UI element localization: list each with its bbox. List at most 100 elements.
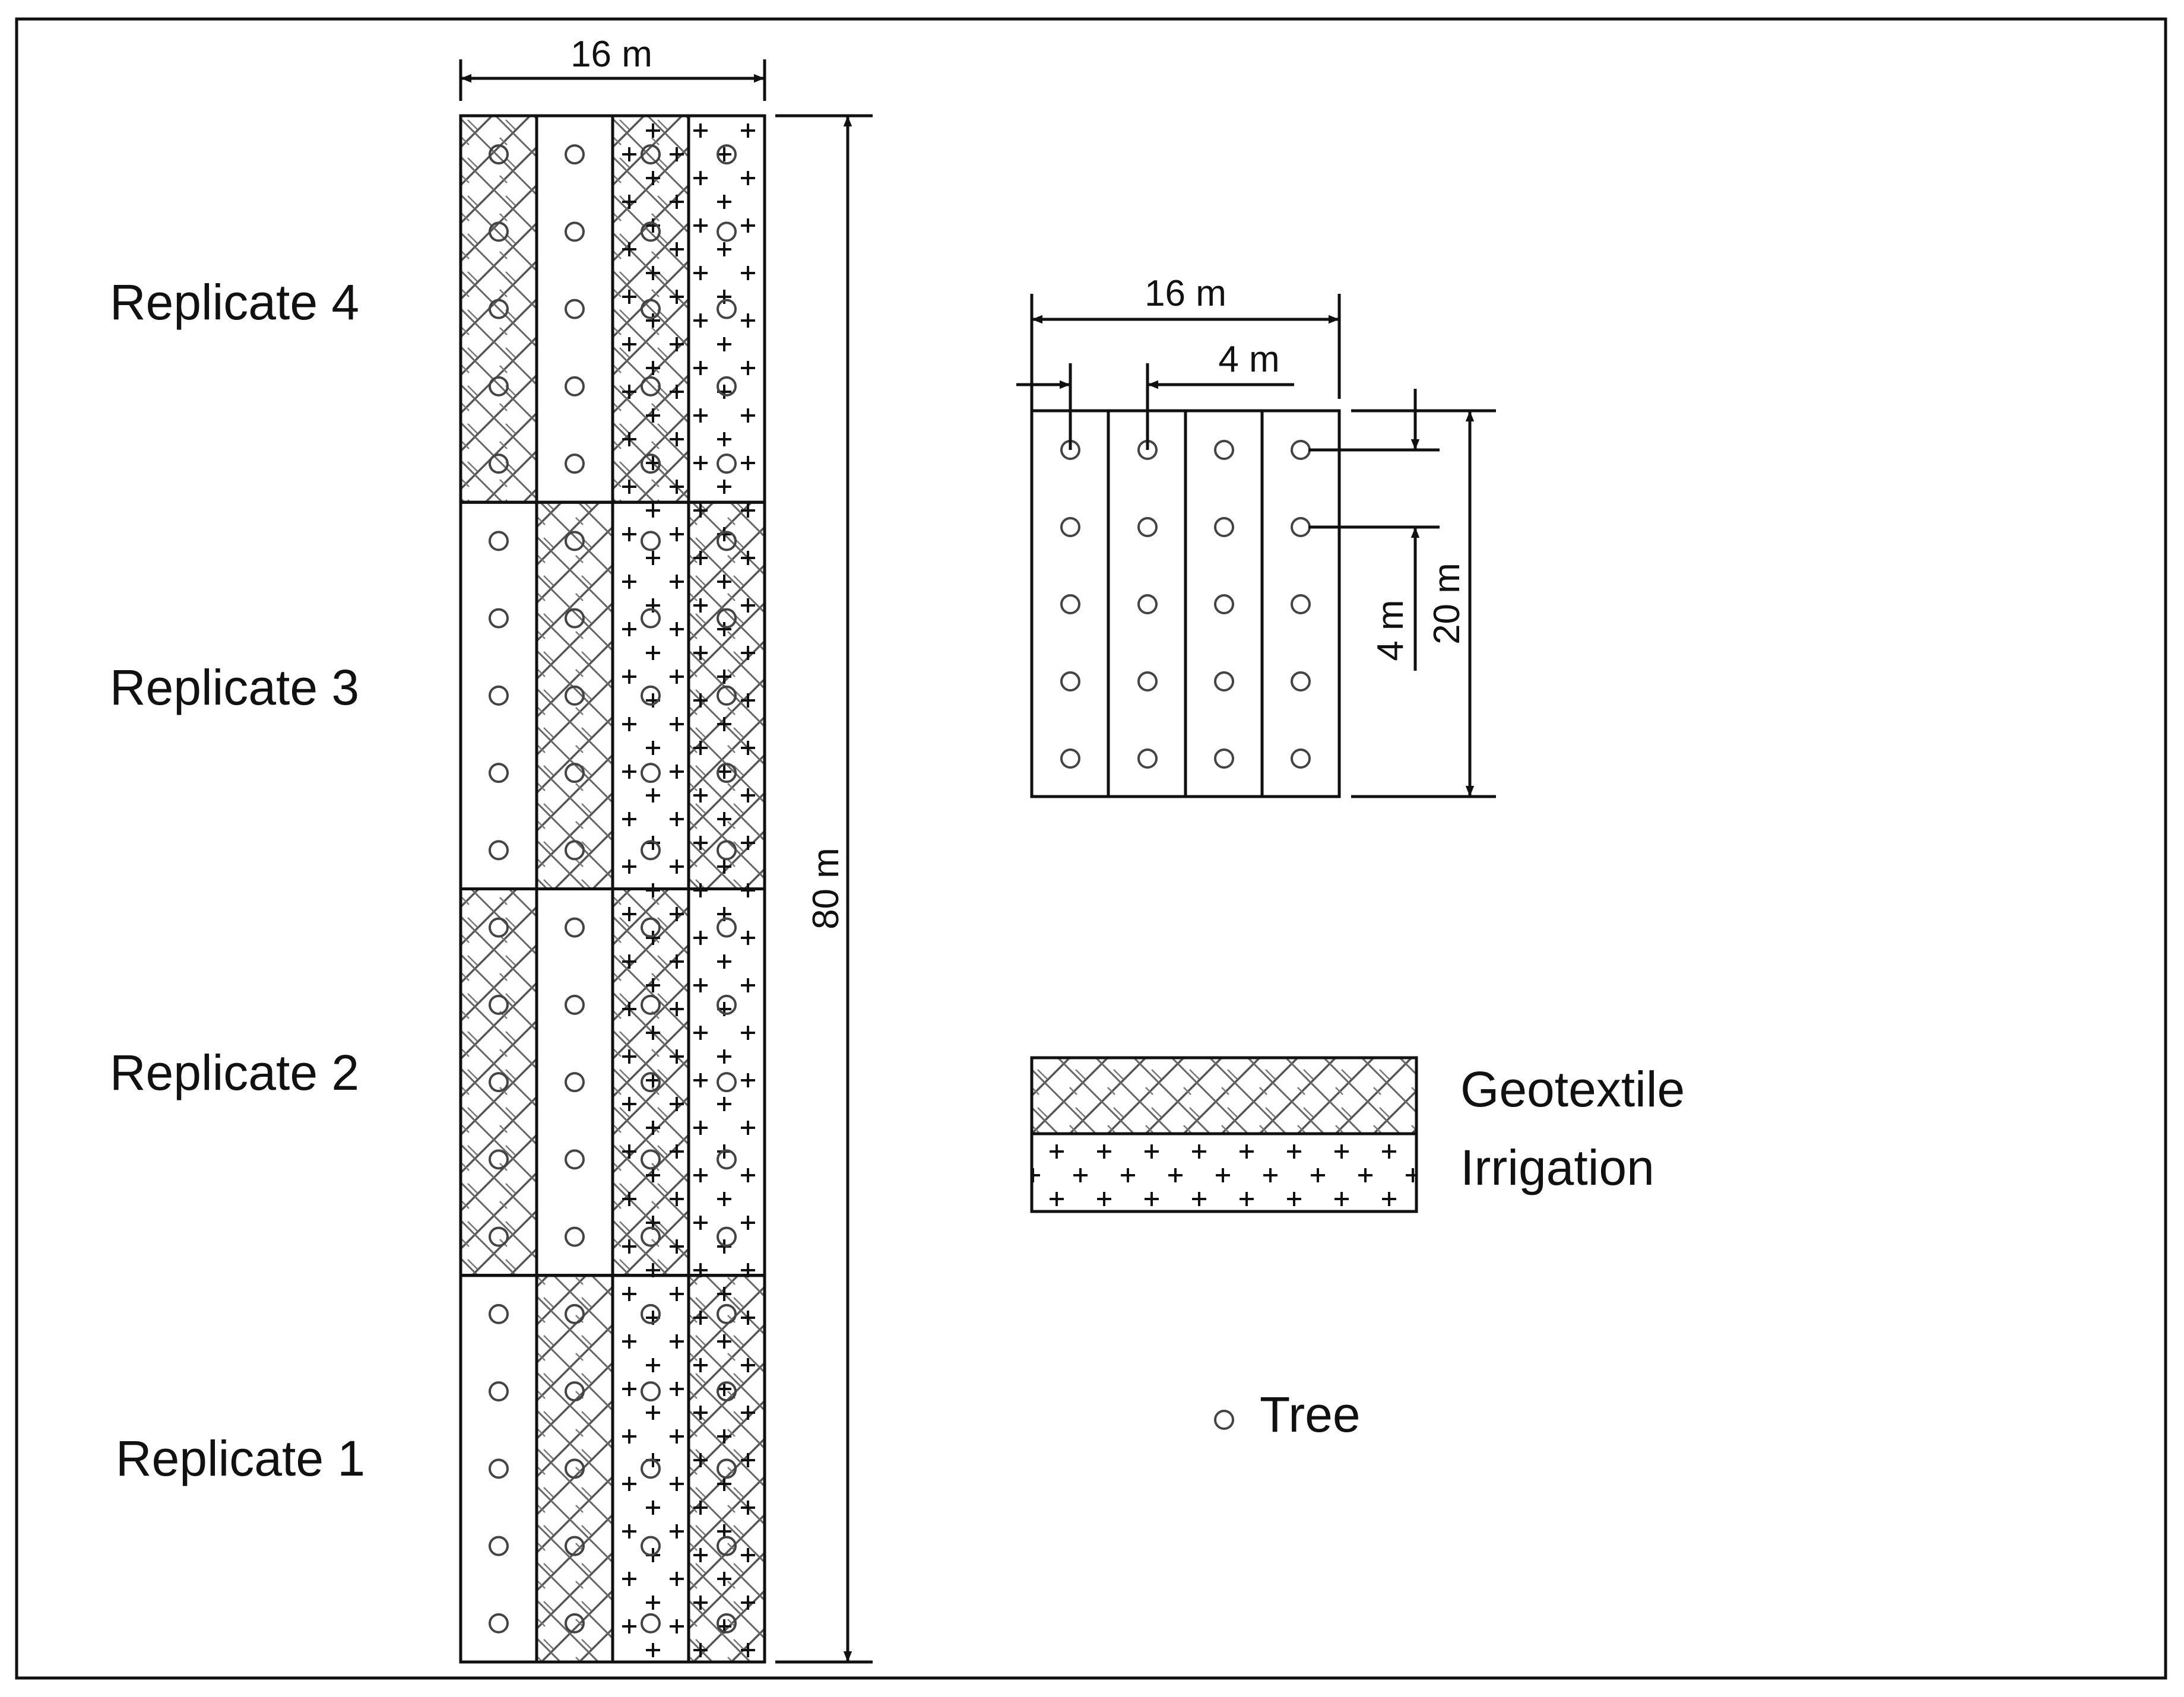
replicate-label: Replicate 1 <box>116 1430 365 1486</box>
tree-icon <box>641 1381 661 1402</box>
tree-icon <box>1214 1410 1234 1430</box>
tree-icon <box>565 763 585 784</box>
tree-icon <box>489 453 509 474</box>
tree-icon <box>641 763 661 784</box>
tree-icon <box>489 1536 509 1556</box>
tree-icon <box>641 1072 661 1093</box>
tree-legend-label: Tree <box>1260 1387 1361 1442</box>
tree-icon <box>641 1536 661 1556</box>
tree-icon <box>565 608 585 629</box>
geotextile-legend-label: Geotextile <box>1460 1061 1685 1117</box>
tree-icon <box>489 1226 509 1247</box>
tree-icon <box>717 1536 737 1556</box>
tree-icon <box>1060 671 1080 692</box>
tree-spacing-label: 4 m <box>1370 599 1411 661</box>
tree-icon <box>641 376 661 397</box>
field-length-label: 80 m <box>806 848 847 930</box>
tree-icon <box>1137 594 1158 614</box>
tree-icon <box>1137 671 1158 692</box>
tree-icon <box>489 917 509 938</box>
tree-icon <box>1060 594 1080 614</box>
tree-icon <box>489 1149 509 1170</box>
tree-icon <box>641 1149 661 1170</box>
tree-icon <box>489 1613 509 1633</box>
tree-icon <box>565 1226 585 1247</box>
tree-icon <box>717 608 737 629</box>
replicate-label: Replicate 3 <box>110 659 359 715</box>
tree-icon <box>641 1226 661 1247</box>
legend: Geotextile Irrigation Tree <box>1030 1056 1685 1442</box>
field-layout <box>459 114 766 1664</box>
tree-icon <box>641 531 661 551</box>
row-spacing-dimension: 4 m <box>1016 339 1294 450</box>
tree-icon <box>641 685 661 706</box>
irrigation-legend-label: Irrigation <box>1460 1140 1654 1195</box>
tree-icon <box>565 994 585 1015</box>
field-width-dimension: 16 m <box>459 34 766 101</box>
tree-icon <box>1137 748 1158 769</box>
plot-length-label: 20 m <box>1427 563 1467 645</box>
tree-icon <box>717 221 737 242</box>
tree-icon <box>717 1303 737 1324</box>
strip-control <box>535 887 614 1277</box>
tree-icon <box>489 994 509 1015</box>
tree-icon <box>641 453 661 474</box>
strip-control <box>459 1274 538 1664</box>
field-width-label: 16 m <box>570 34 652 75</box>
tree-icon <box>1291 440 1311 460</box>
geotextile-hatch <box>537 1275 613 1662</box>
tree-icon <box>717 376 737 397</box>
strip-control <box>459 500 538 890</box>
tree-icon <box>489 1458 509 1479</box>
tree-icon <box>1214 748 1234 769</box>
tree-icon <box>717 531 737 551</box>
tree-icon <box>717 1458 737 1479</box>
tree-icon <box>489 531 509 551</box>
tree-icon <box>717 299 737 319</box>
geotextile-hatch <box>537 502 613 889</box>
tree-icon <box>565 1536 585 1556</box>
tree-icon <box>1291 517 1311 537</box>
tree-icon <box>1137 517 1158 537</box>
tree-icon <box>565 1149 585 1170</box>
tree-icon <box>489 299 509 319</box>
tree-icon <box>641 221 661 242</box>
field-length-dimension: 80 m <box>775 114 873 1664</box>
tree-icon <box>641 144 661 165</box>
irrigation-hatch <box>613 116 689 503</box>
tree-icon <box>1214 594 1234 614</box>
tree-icon <box>717 1613 737 1633</box>
geotextile-hatch <box>461 116 537 503</box>
tree-icon <box>489 840 509 861</box>
tree-icon <box>717 840 737 861</box>
tree-icon <box>1060 517 1080 537</box>
tree-icon <box>1291 748 1311 769</box>
tree-icon <box>1291 671 1311 692</box>
geotextile-hatch <box>461 889 537 1276</box>
tree-icon <box>565 299 585 319</box>
tree-icon <box>641 1458 661 1479</box>
tree-icon <box>565 1613 585 1633</box>
tree-icon <box>565 1072 585 1093</box>
tree-icon <box>565 840 585 861</box>
tree-spacing-dimension: 4 m <box>1308 389 1440 671</box>
tree-icon <box>717 1072 737 1093</box>
tree-icon <box>641 1303 661 1324</box>
tree-icon <box>565 685 585 706</box>
tree-icon <box>565 453 585 474</box>
plot-detail <box>1030 409 1341 798</box>
tree-icon <box>641 917 661 938</box>
tree-icon <box>489 1381 509 1402</box>
geotextile-legend-swatch <box>1030 1056 1418 1135</box>
tree-icon <box>717 1381 737 1402</box>
irrigation-hatch <box>689 889 765 1276</box>
strip-outline <box>687 1274 766 1664</box>
tree-icon <box>717 1149 737 1170</box>
plot-width-label: 16 m <box>1145 273 1226 314</box>
row-spacing-label: 4 m <box>1218 339 1279 380</box>
tree-icon <box>717 685 737 706</box>
tree-icon <box>717 453 737 474</box>
tree-icon <box>565 1303 585 1324</box>
replicate-label: Replicate 4 <box>110 274 359 330</box>
